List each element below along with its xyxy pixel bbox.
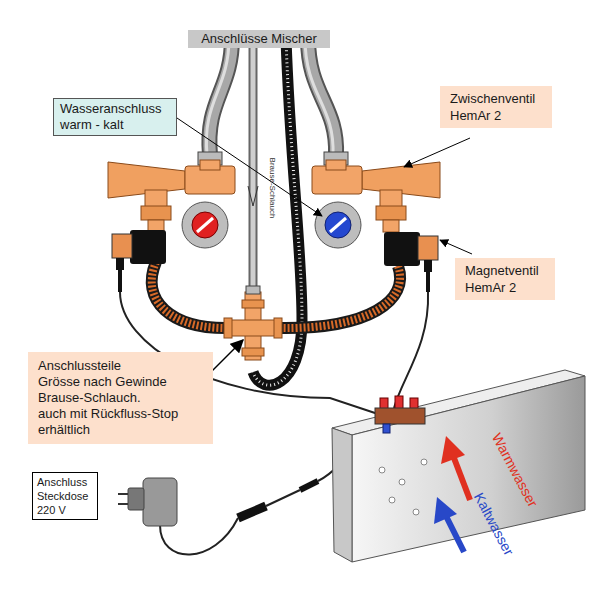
hex-nut — [141, 206, 171, 220]
cold-arrow-head — [434, 497, 457, 524]
hex-nut — [274, 318, 282, 338]
hex-nut — [242, 300, 264, 308]
solenoid — [130, 230, 166, 264]
solenoid — [384, 232, 420, 266]
adapter-plug — [128, 488, 144, 510]
rod-nut — [246, 286, 260, 294]
valve-stub — [145, 190, 167, 208]
box-text: Zwischenventil HemAr 2 — [450, 90, 542, 124]
hose-braid — [276, 266, 400, 328]
hex-nut — [242, 348, 264, 356]
valve-stub — [383, 220, 399, 232]
box-text: Anschluss Steckdose 220 V — [37, 475, 93, 517]
knob-slot — [197, 218, 213, 232]
panel-dot — [389, 497, 395, 503]
cold-knob — [325, 212, 351, 238]
hose-braid — [152, 262, 232, 328]
rod-mark — [248, 186, 258, 206]
plug-pin — [118, 493, 128, 495]
callout-box: AnschlussteileGrösse nach Gewinde Brause… — [28, 352, 213, 444]
t-fitting — [228, 320, 278, 336]
leader-line — [440, 240, 472, 254]
braided-hose — [152, 262, 232, 328]
cable-connector — [238, 506, 266, 518]
valve-stub — [326, 160, 346, 170]
hex-nut — [376, 206, 406, 220]
sensor-side — [332, 428, 352, 562]
hot-knob — [192, 212, 218, 238]
wire — [394, 292, 428, 408]
valve-stub — [380, 190, 402, 208]
callout-box: Zwischenventil HemAr 2 — [440, 86, 552, 128]
box-text: auch mit Rückfluss-Stop erhältlich — [38, 406, 203, 438]
center-rod — [249, 40, 258, 292]
power-note-box: Anschluss Steckdose 220 V — [32, 472, 98, 520]
solenoid-connector — [418, 236, 438, 260]
heading-box: Anschlüsse Mischer — [188, 30, 330, 48]
valve-knob — [315, 202, 361, 248]
hose-highlight — [305, 38, 333, 155]
solenoid-connector — [112, 234, 132, 258]
hex-nut — [224, 318, 232, 338]
cold-arrow — [446, 516, 464, 552]
box-text: Anschlüsse Mischer — [192, 31, 326, 47]
leader-line — [177, 118, 322, 216]
sensor-panel — [352, 376, 585, 562]
center-rod — [251, 40, 256, 292]
panel-dot — [421, 459, 427, 465]
cable — [118, 270, 122, 292]
valve-knob — [182, 202, 228, 248]
connector-block — [375, 408, 425, 424]
box-text: Anschlussteile — [38, 358, 203, 374]
connector-pin — [383, 424, 390, 433]
callout-box: Magnetventil HemAr 2 — [455, 258, 555, 300]
callout-box: Wasseranschluss warm - kalt — [53, 98, 177, 136]
plug-pin — [118, 503, 128, 505]
knob-slot — [330, 218, 346, 232]
cable-plug — [116, 258, 124, 270]
valve-stub — [200, 160, 220, 170]
flow-label: Warmwasser — [489, 430, 541, 509]
power-cable — [266, 490, 300, 506]
leader-line — [404, 138, 470, 167]
hot-arrow-head — [441, 436, 465, 464]
hose-highlight — [206, 38, 229, 155]
cable-connector — [300, 481, 318, 490]
power-adapter — [143, 478, 177, 526]
cable — [426, 272, 430, 292]
box-text: Grösse nach Gewinde Brause-Schlauch. — [38, 374, 203, 406]
panel-dot — [399, 479, 405, 485]
panel-dot — [379, 467, 385, 473]
cable-plug — [424, 260, 432, 272]
hot-arrow — [454, 458, 470, 500]
box-text: Magnetventil HemAr 2 — [465, 262, 545, 296]
box-text: Wasseranschluss warm - kalt — [60, 101, 170, 133]
hose-label: Brause-Schlauch — [268, 158, 277, 219]
panel-dot — [413, 509, 419, 515]
braided-hose — [276, 266, 400, 328]
flow-label: Kaltwasser — [471, 490, 517, 558]
